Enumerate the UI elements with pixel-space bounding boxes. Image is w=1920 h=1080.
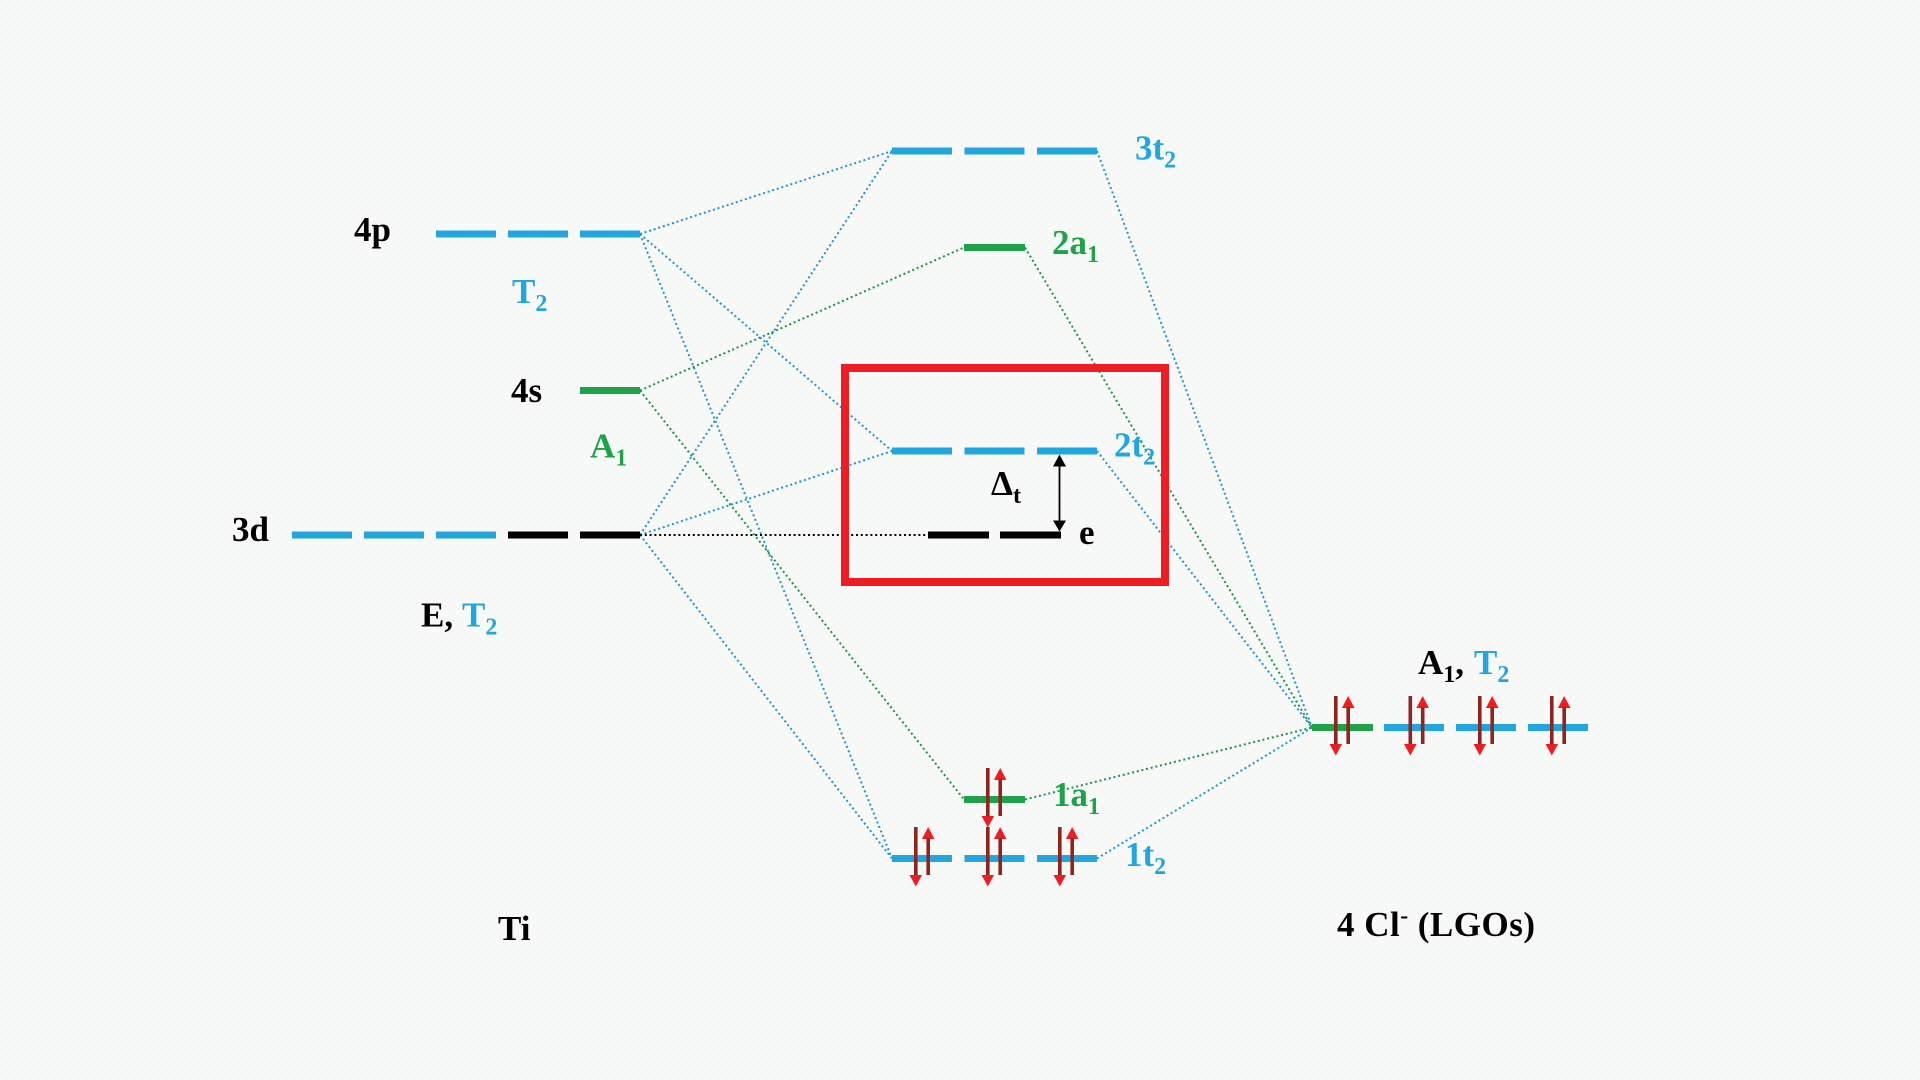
svg-text:Δt: Δt [991, 464, 1021, 509]
svg-text:4s: 4s [511, 371, 542, 410]
svg-text:3t2: 3t2 [1135, 129, 1176, 174]
svg-text:Ti: Ti [498, 909, 531, 948]
svg-text:4p: 4p [354, 210, 391, 249]
svg-text:1t2: 1t2 [1125, 835, 1166, 880]
svg-text:e: e [1079, 513, 1095, 552]
svg-text:3d: 3d [232, 510, 270, 549]
svg-text:A1: A1 [590, 427, 627, 472]
svg-text:T2: T2 [512, 272, 547, 317]
svg-text:T2: T2 [462, 596, 497, 641]
svg-text:4 Cl-(LGOs): 4 Cl-(LGOs) [1337, 903, 1535, 944]
svg-text:2t2: 2t2 [1114, 426, 1155, 471]
svg-text:A1,T2: A1,T2 [1418, 643, 1509, 688]
svg-text:E,: E, [421, 596, 453, 635]
svg-text:1a1: 1a1 [1053, 775, 1100, 820]
svg-text:2a1: 2a1 [1052, 223, 1099, 268]
